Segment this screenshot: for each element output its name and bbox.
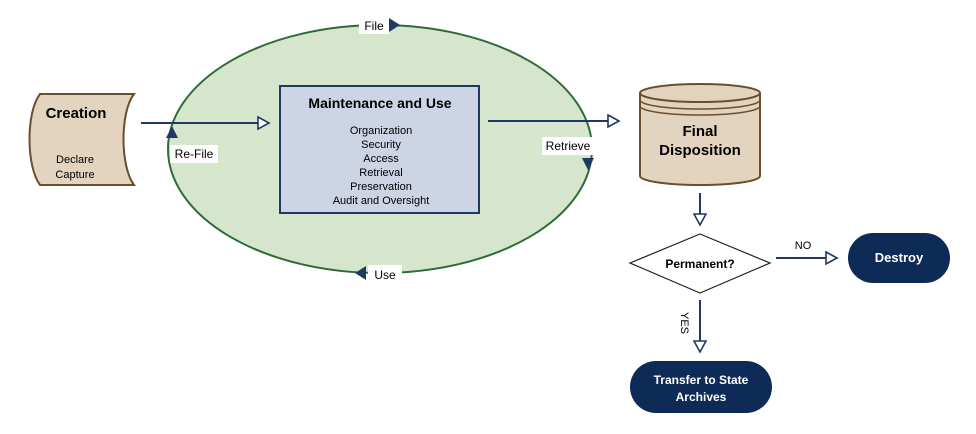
retrieve-label-text: Retrieve	[546, 139, 591, 153]
use-label-text: Use	[374, 268, 396, 282]
maintenance-node: Maintenance and Use Organization Securit…	[279, 85, 480, 214]
destroy-label: Destroy	[875, 250, 924, 265]
creation-declare: Declare	[56, 154, 94, 166]
maintenance-item: Audit and Oversight	[333, 195, 430, 207]
creation-node: Creation Declare Capture	[28, 93, 137, 186]
permanent-decision: Permanent?	[628, 233, 772, 294]
decision-label: Permanent?	[665, 257, 734, 271]
creation-capture: Capture	[55, 169, 94, 181]
creation-title: Creation	[46, 105, 107, 122]
maintenance-item: Security	[361, 139, 401, 151]
maintenance-title: Maintenance and Use	[308, 95, 451, 111]
refile-arrowhead	[166, 126, 178, 138]
maintenance-item: Retrieval	[359, 167, 402, 179]
transfer-node: Transfer to State Archives	[630, 361, 772, 413]
maintenance-item: Preservation	[350, 181, 412, 193]
transfer-line1: Transfer to State	[654, 373, 749, 387]
retrieve-label: Retrieve	[542, 137, 594, 155]
final-line1: Final	[682, 123, 717, 140]
destroy-node: Destroy	[848, 233, 950, 283]
final-disposition-node: Final Disposition	[639, 83, 761, 186]
retrieve-arrowhead	[582, 158, 594, 170]
maintenance-item: Access	[363, 153, 399, 165]
transfer-line2: Archives	[676, 390, 727, 404]
yes-label: YES	[678, 312, 690, 334]
final-line2: Disposition	[659, 142, 741, 159]
file-arrowhead	[389, 18, 400, 32]
refile-label-text: Re-File	[175, 147, 214, 161]
refile-label: Re-File	[170, 145, 218, 163]
file-label: File	[359, 16, 389, 34]
maintenance-item: Organization	[350, 125, 412, 137]
use-arrowhead	[355, 266, 366, 280]
file-label-text: File	[364, 19, 384, 33]
use-label: Use	[368, 265, 402, 283]
no-label: NO	[795, 240, 812, 252]
